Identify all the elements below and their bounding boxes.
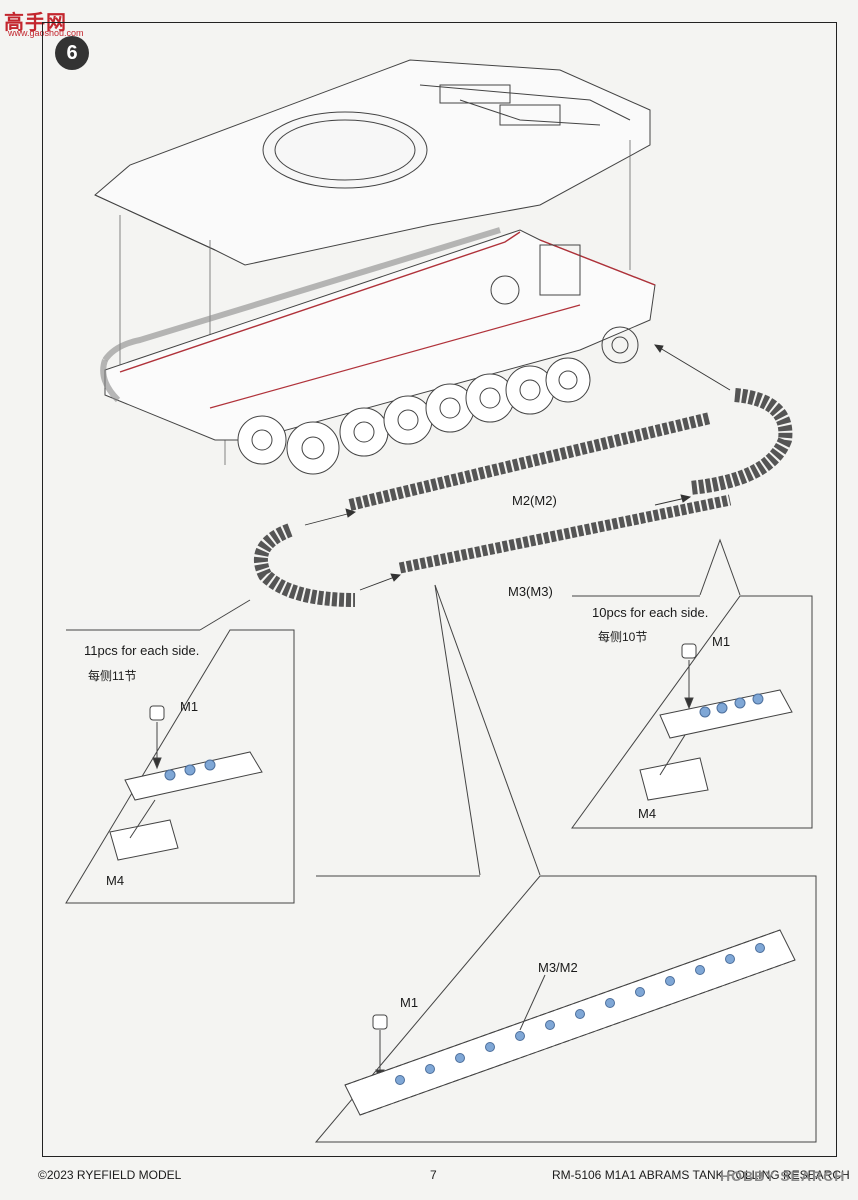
callout-box-right — [571, 595, 813, 829]
page-frame — [42, 22, 837, 1157]
label-m4-left: M4 — [106, 873, 125, 888]
note-right-cn: 每侧10节 — [598, 630, 648, 644]
left-detail-assembly — [109, 705, 263, 861]
footer-page-number: 7 — [430, 1168, 437, 1182]
site-watermark: 高手网 — [4, 12, 67, 34]
label-m2-track: M2(M2) — [512, 493, 557, 508]
footer-product-title: RM-5106 M1A1 ABRAMS TANK ROLLING RESEARC… — [552, 1168, 850, 1182]
callout-box-left — [65, 629, 295, 904]
note-left-cn: 每侧11节 — [88, 669, 137, 683]
brand-watermark: HOBBY SEARCH — [720, 1168, 846, 1184]
note-right-en: 10pcs for each side. — [592, 605, 709, 620]
hull-track-upper — [100, 227, 501, 403]
label-m4-right: M4 — [638, 806, 657, 821]
label-m3m2-bottom: M3/M2 — [538, 960, 578, 975]
site-watermark-url: www.gaoshou.com — [8, 28, 84, 38]
right-detail-assembly — [639, 643, 793, 801]
road-wheels — [237, 357, 591, 475]
callout-box-bottom — [314, 875, 817, 1143]
label-m1-left: M1 — [180, 699, 199, 714]
bottom-detail-assembly — [344, 929, 796, 1116]
track-left-curve — [254, 523, 356, 607]
track-m3-straight — [398, 494, 732, 574]
track-right-curve — [689, 388, 793, 495]
lower-hull — [104, 229, 656, 441]
direction-arrows — [304, 344, 731, 591]
track-m2-straight — [348, 412, 712, 511]
upper-hull — [94, 59, 651, 266]
footer-copyright: ©2023 RYEFIELD MODEL — [38, 1168, 182, 1182]
note-left-en: 11pcs for each side. — [84, 643, 200, 658]
label-m1-bottom: M1 — [400, 995, 419, 1010]
label-m1-right: M1 — [712, 634, 731, 649]
step-number-badge: 6 — [55, 36, 89, 70]
label-m3-track: M3(M3) — [508, 584, 553, 599]
callout-leaders — [199, 538, 741, 876]
